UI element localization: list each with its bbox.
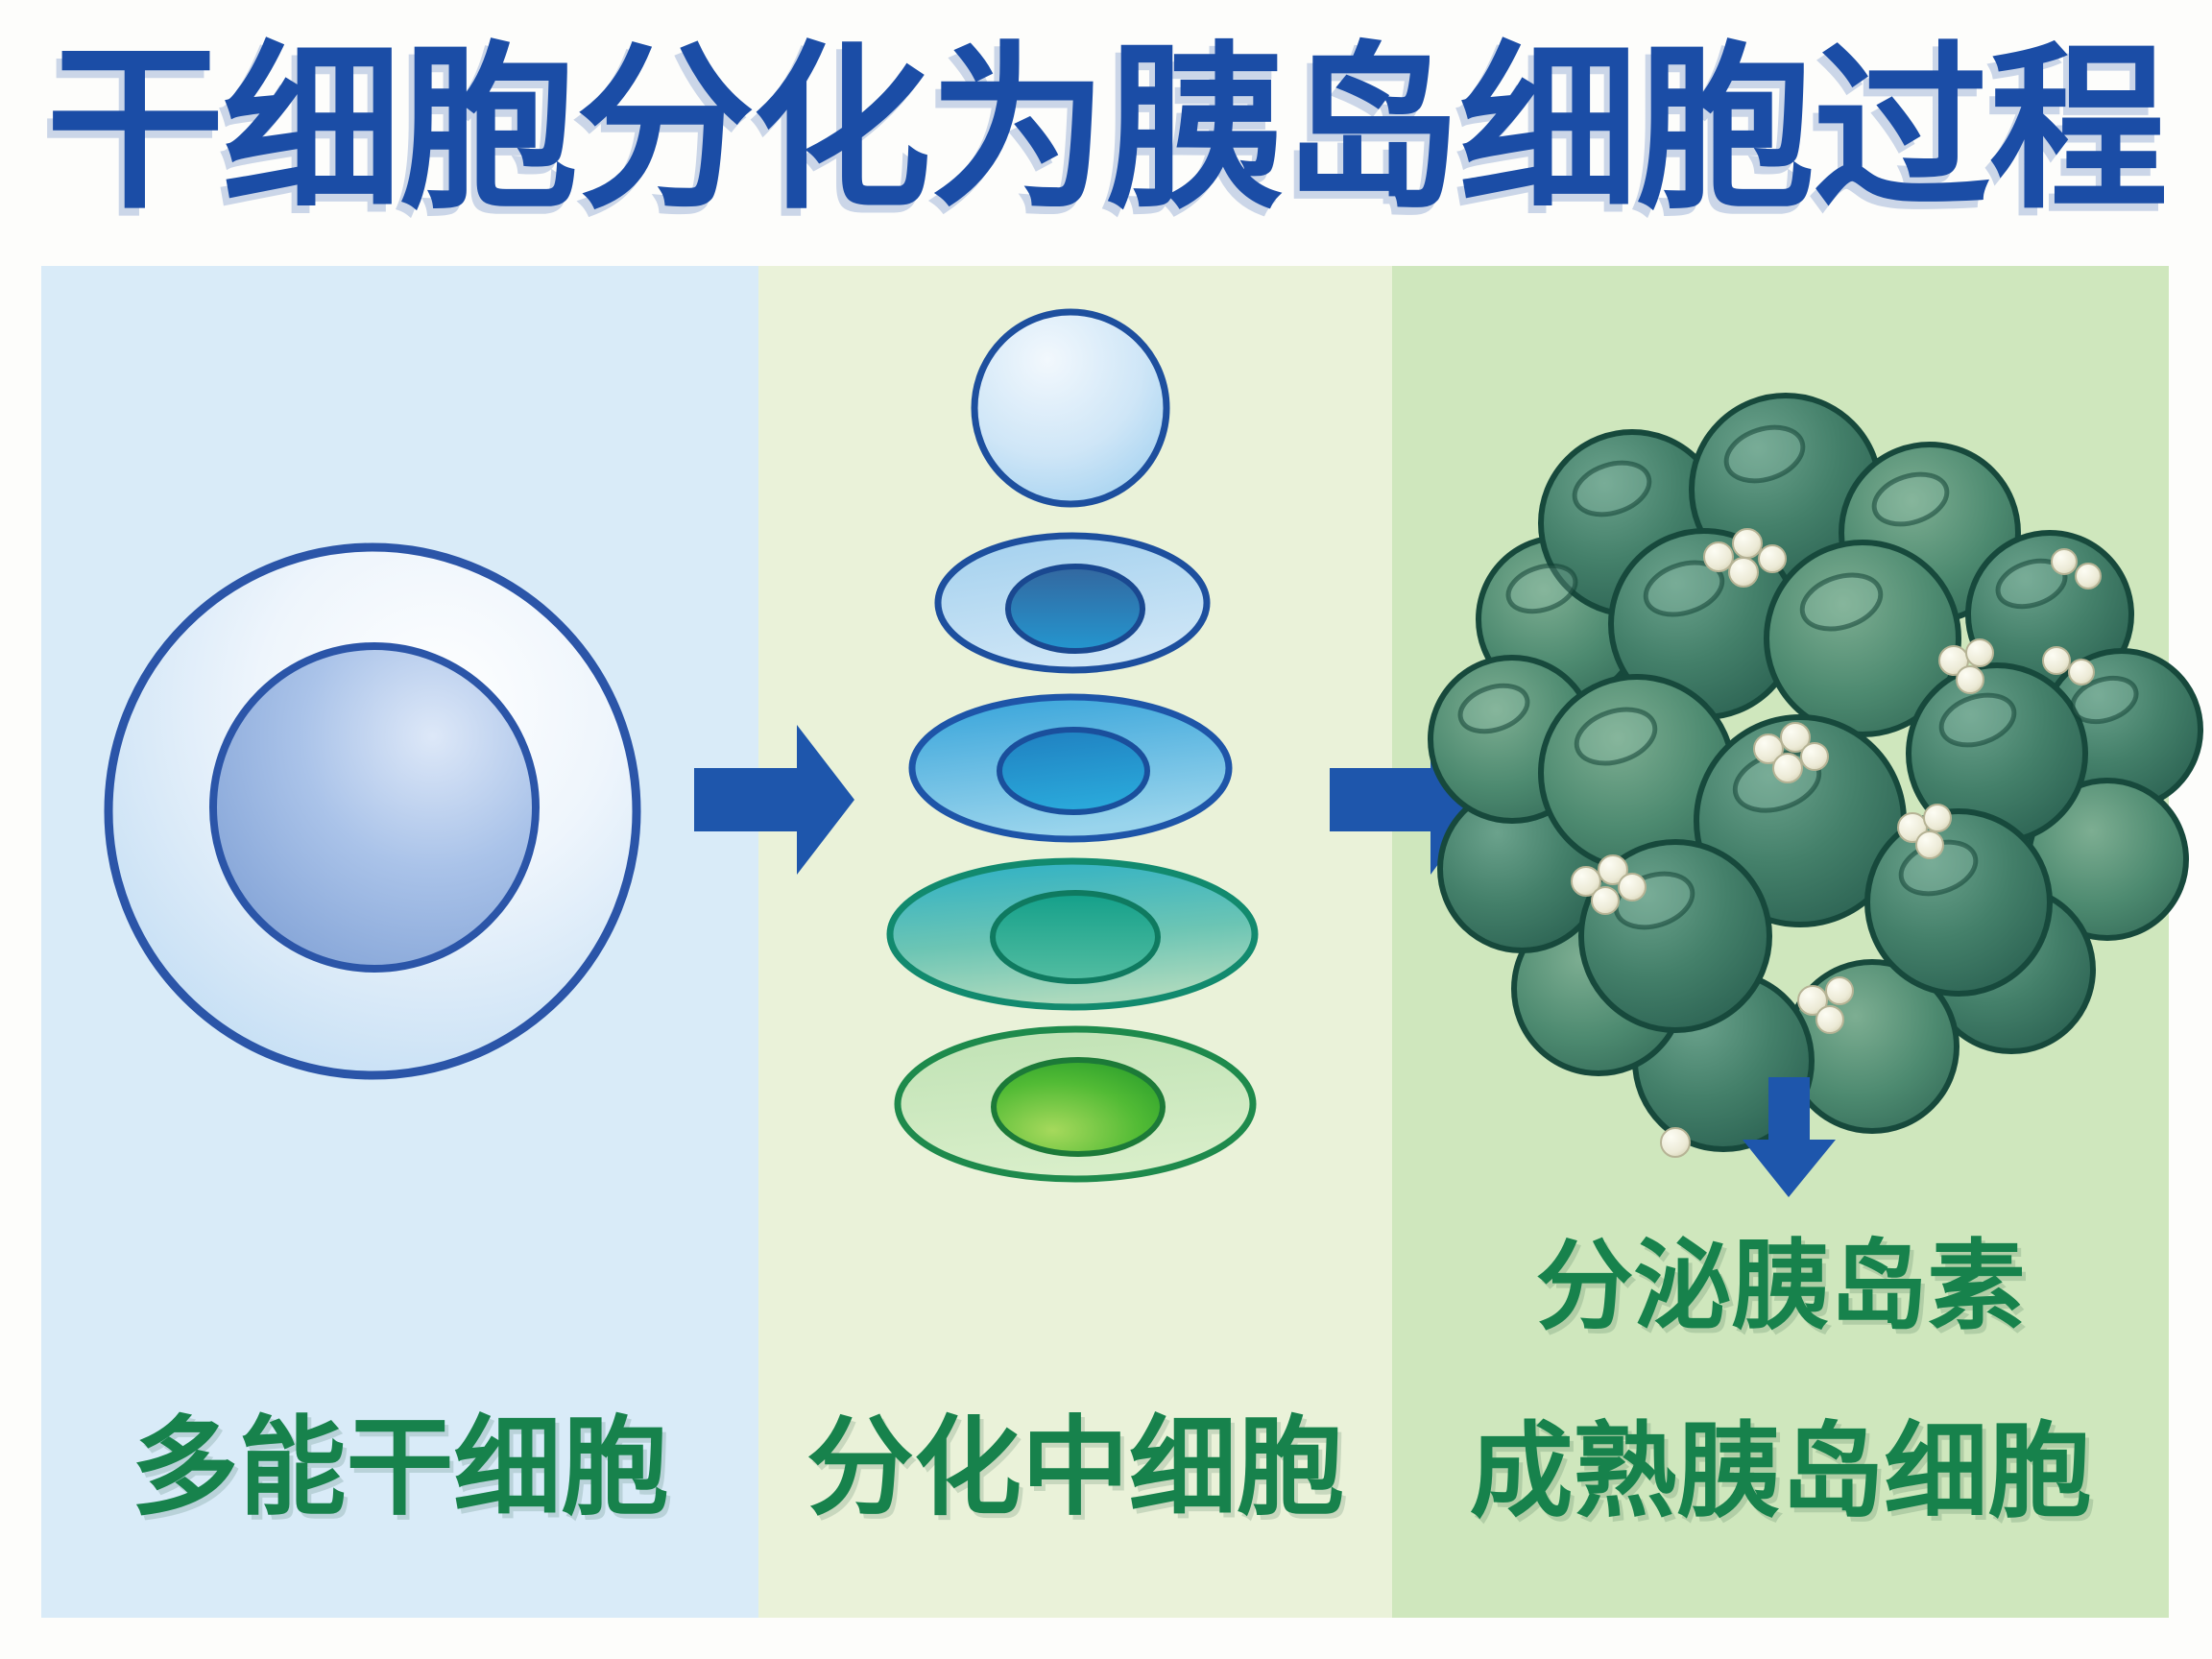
page-title: 干细胞分化为胰岛细胞过程 [45, 31, 2168, 229]
label-stem-cell: 多能干细胞 [131, 1407, 669, 1527]
label-islet: 成熟胰岛细胞 [1469, 1413, 2092, 1529]
label-secretes-insulin: 分泌胰岛素 [1535, 1232, 2026, 1341]
label-differentiating: 分化中细胞 [806, 1407, 1344, 1527]
